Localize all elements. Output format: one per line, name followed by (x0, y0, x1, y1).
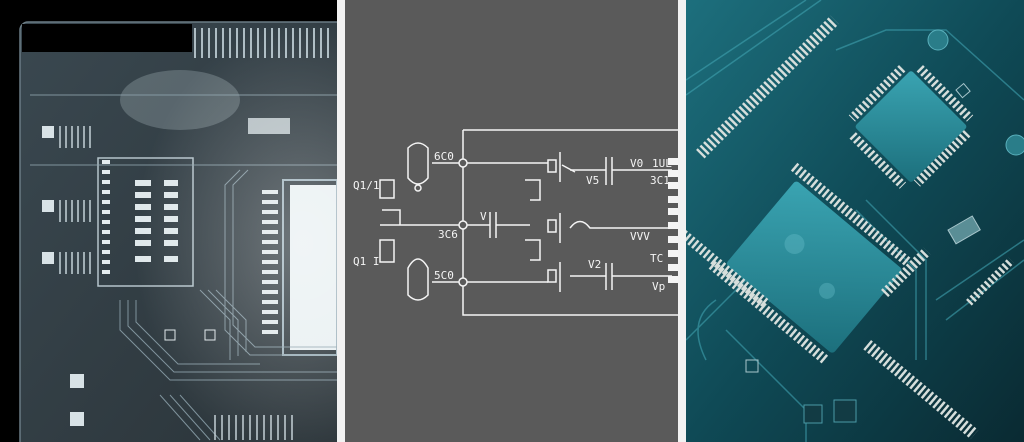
schematic-illustration: Q1/1 Q1 I 6C0 5C0 3C6 V V5 V0 1UL 3C1 VV… (353, 129, 678, 316)
schematic-label-left-top: Q1/1 (353, 179, 380, 192)
circuit-schematic-image: Q1/1 Q1 I 6C0 5C0 3C6 V V5 V0 1UL 3C1 VV… (345, 0, 678, 442)
schematic-label-right-bottom-b: Vp (652, 280, 665, 293)
schematic-label-mid-node: 3C6 (438, 228, 458, 241)
schematic-label-right-top-a: V0 (630, 157, 643, 170)
panel-divider (337, 0, 345, 442)
schematic-label-right-top-cap: V5 (586, 174, 599, 187)
schematic-label-tube-top: 6C0 (434, 150, 454, 163)
schematic-label-right-bottom-a: TC (650, 252, 663, 265)
xray-pcb-image (0, 0, 337, 442)
xray-pcb-illustration (0, 0, 337, 442)
schematic-label-right-top-b: 1UL (652, 157, 672, 170)
schematic-label-mid-cap: V (480, 210, 487, 223)
schematic-label-tube-bottom: 5C0 (434, 269, 454, 282)
teal-pcb-image (686, 0, 1024, 442)
schematic-label-left-bottom: Q1 I (353, 255, 380, 268)
teal-pcb-illustration (686, 0, 1024, 442)
schematic-label-right-top-c: 3C1 (650, 174, 670, 187)
panel-divider (678, 0, 686, 442)
schematic-label-right-mid: VVV (630, 230, 650, 243)
schematic-label-right-bottom-cap: V2 (588, 258, 601, 271)
